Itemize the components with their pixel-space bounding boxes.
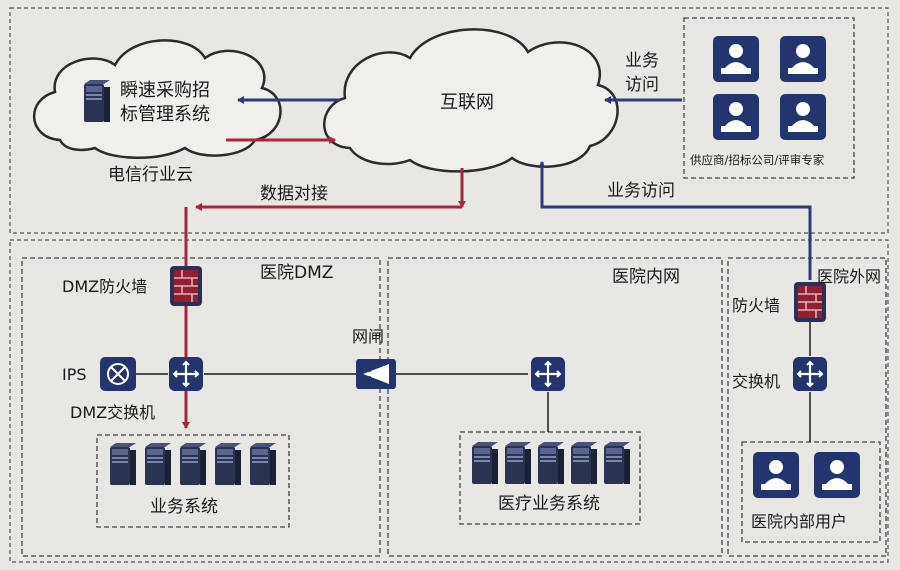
cloud-system-label-line2: 标管理系统 [120, 104, 210, 125]
business-system-label: 业务系统 [150, 497, 218, 517]
ext-firewall-icon [793, 281, 827, 323]
user-icon [780, 94, 826, 140]
ips-label: IPS [62, 365, 87, 384]
gateway-icon [356, 359, 396, 389]
internal-users-label: 医院内部用户 [751, 512, 847, 531]
server-icon [250, 443, 276, 485]
user-icon [814, 452, 860, 498]
server-icon [571, 442, 597, 484]
ext-switch-label: 交换机 [732, 372, 780, 391]
dmz-switch-label: DMZ交换机 [70, 403, 155, 422]
telecom-cloud [32, 39, 282, 159]
dmz-firewall-label: DMZ防火墙 [62, 277, 147, 296]
business-servers [110, 443, 276, 485]
extranet-zone-frame [727, 257, 887, 557]
business-access-top-line1: 业务 [625, 51, 659, 71]
cloud-system-label-line1: 瞬速采购招 [120, 80, 210, 101]
server-icon [180, 443, 206, 485]
user-icon [713, 36, 759, 82]
business-system-frame [96, 434, 290, 528]
network-lines [136, 322, 811, 442]
data-dock-label: 数据对接 [260, 184, 328, 204]
server-icon [472, 442, 498, 484]
business-access-mid-label: 业务访问 [607, 181, 675, 201]
user-icon [753, 452, 799, 498]
ext-switch-icon [791, 355, 829, 393]
link-extranet-to-internet [538, 161, 812, 280]
server-icon [538, 442, 564, 484]
suppliers-label: 供应商/招标公司/评审专家 [690, 153, 825, 167]
dmz-switch-icon [167, 355, 205, 393]
intranet-switch-icon [529, 355, 567, 393]
hospital-extranet-label: 医院外网 [817, 267, 881, 286]
internet-label: 互联网 [440, 92, 494, 113]
medical-servers [472, 442, 630, 484]
server-icon [110, 443, 136, 485]
server-icon [505, 442, 531, 484]
hospital-intranet-label: 医院内网 [612, 267, 680, 287]
supplier-users [713, 36, 826, 140]
supplier-group-frame [683, 17, 855, 179]
ips-icon [100, 357, 136, 391]
intranet-zone-frame [387, 257, 723, 557]
ext-firewall-label: 防火墙 [732, 296, 780, 315]
business-access-top-line2: 访问 [625, 75, 659, 95]
server-icon [604, 442, 630, 484]
internal-user-icons [753, 452, 860, 498]
medical-system-frame [459, 431, 641, 525]
server-icon [145, 443, 171, 485]
user-icon [780, 36, 826, 82]
gateway-label: 网闸 [352, 327, 384, 346]
user-icon [713, 94, 759, 140]
hospital-zone-frame [9, 239, 889, 563]
hospital-dmz-label: 医院DMZ [260, 263, 333, 283]
medical-system-label: 医疗业务系统 [498, 494, 600, 514]
server-icon [215, 443, 241, 485]
dmz-firewall-icon [169, 265, 203, 307]
telecom-cloud-label: 电信行业云 [108, 165, 193, 185]
top-zone-frame [9, 7, 889, 234]
internet-cloud [323, 28, 619, 173]
internal-users-frame [741, 441, 881, 543]
dmz-zone-frame [21, 257, 381, 557]
